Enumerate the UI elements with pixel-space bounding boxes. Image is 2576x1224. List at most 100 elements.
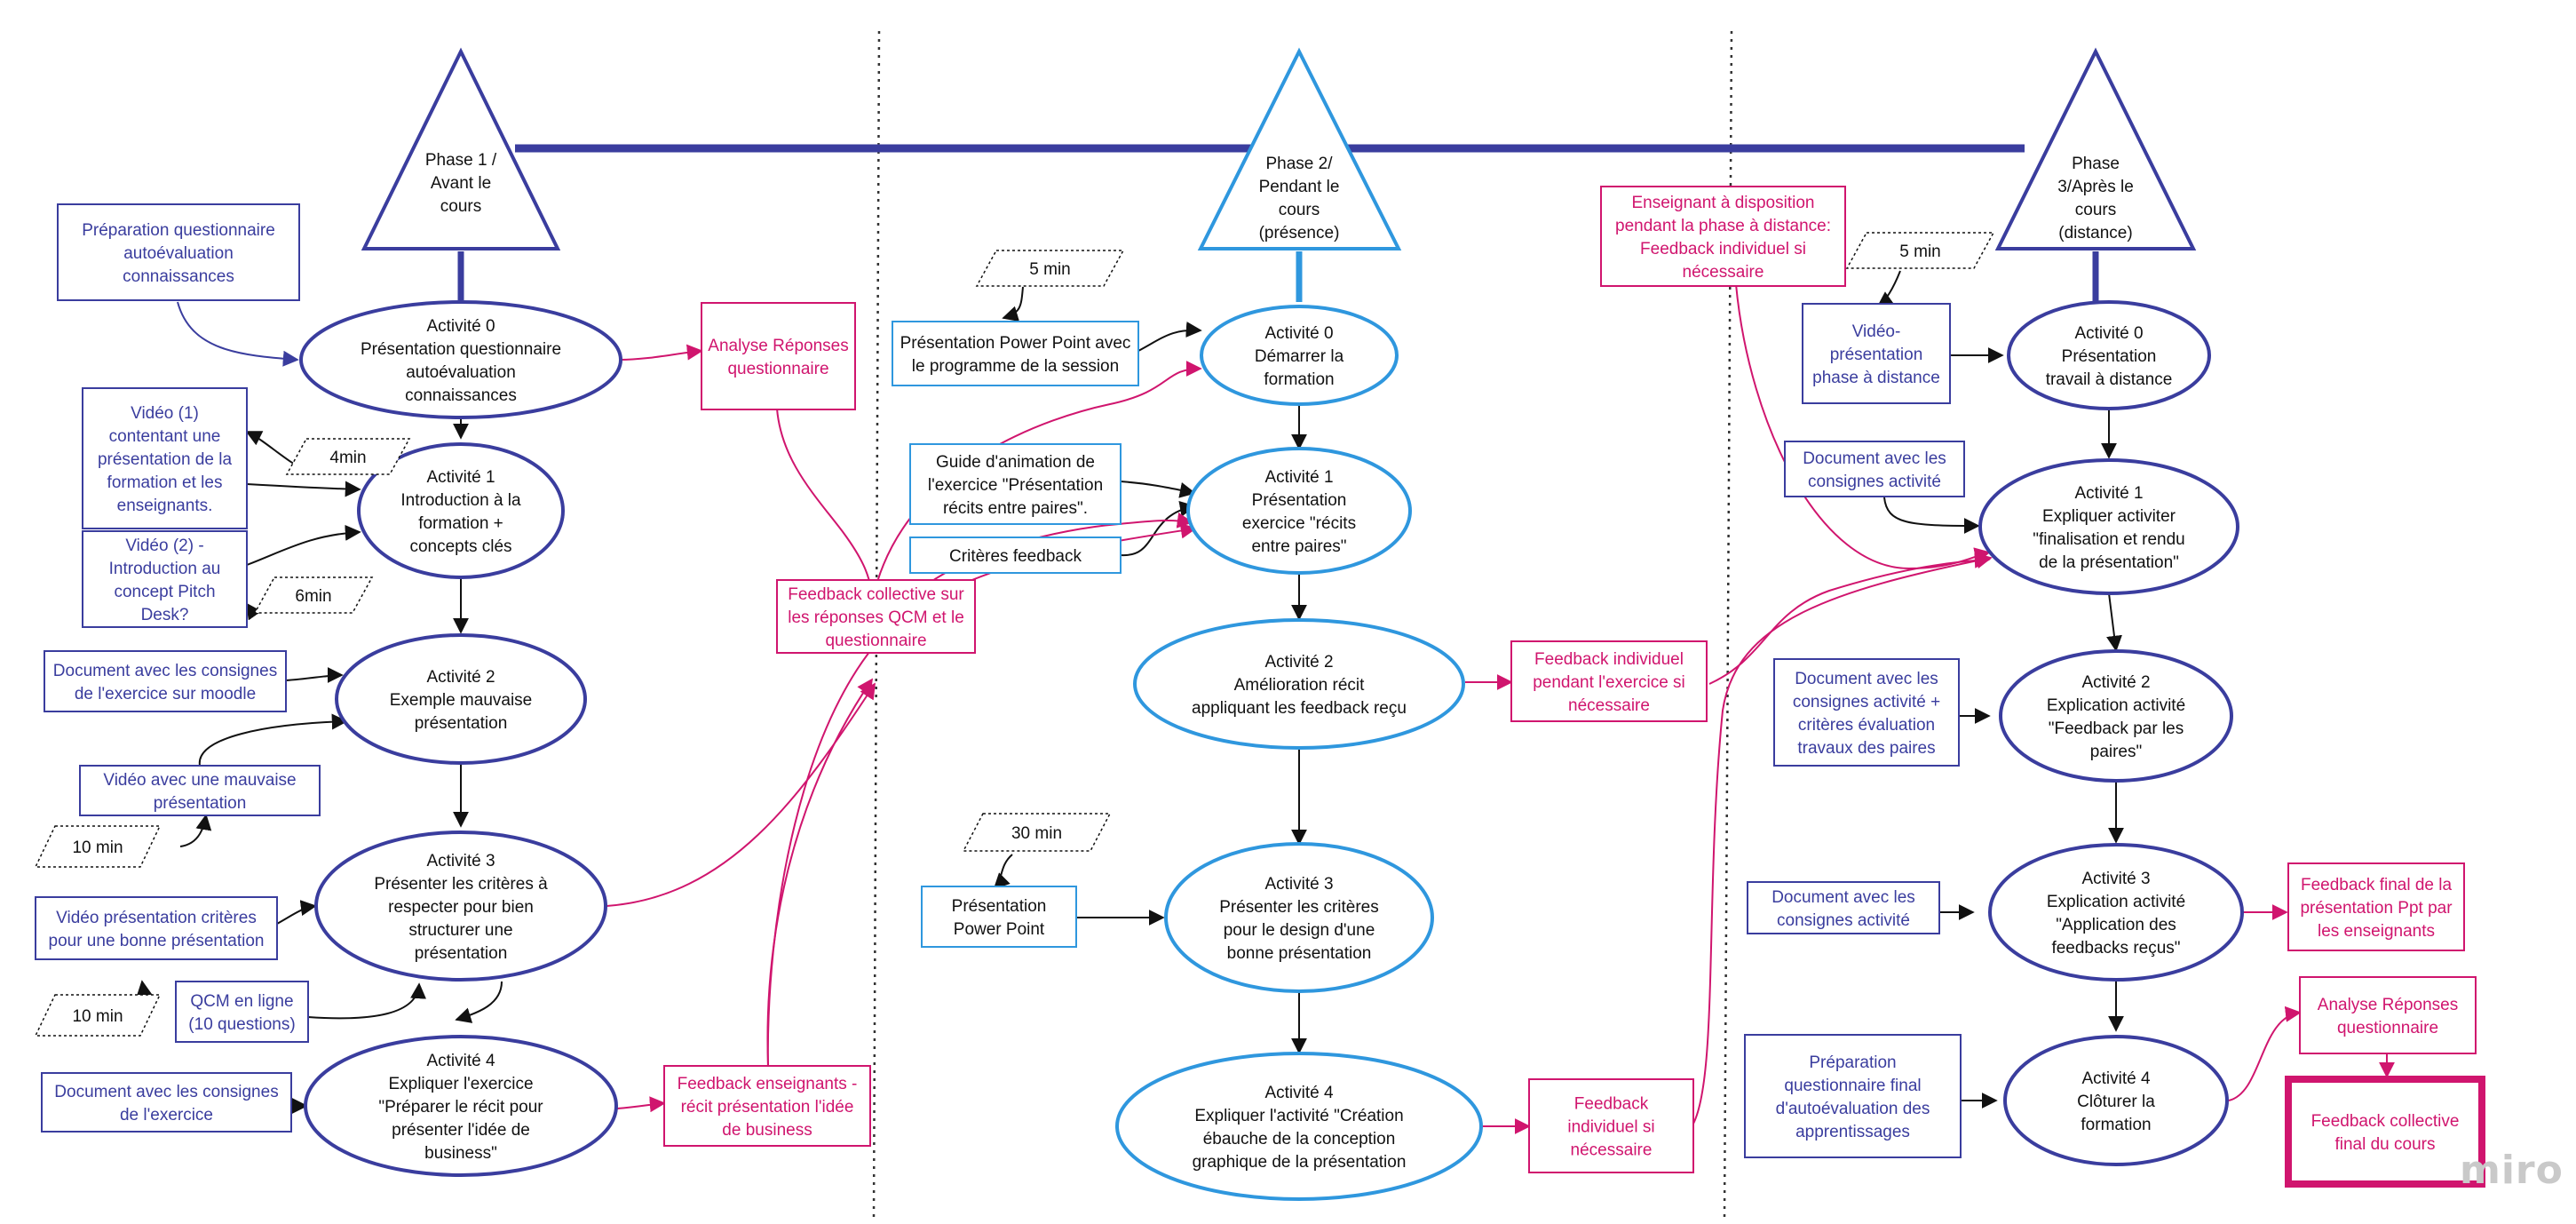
activity-label-line: Clôturer la (2077, 1093, 2155, 1111)
activity-label-line: Expliquer l'activité "Création (1194, 1107, 1403, 1125)
resource-box-text-line: Vidéo (1) (131, 404, 199, 423)
activity-label-line: formation (2081, 1116, 2151, 1134)
activity-node-a24: Activité 4 Expliquer l'activité "Création… (1115, 1052, 1483, 1201)
activity-label-line: appliquant les feedback reçu (1192, 699, 1407, 718)
resource-box-text-line: contentant une (109, 427, 221, 446)
activity-label-line: Activité 1 (2074, 484, 2143, 503)
activity-label-line: Présentation (1252, 491, 1347, 510)
phase-label-line: cours (2075, 201, 2116, 219)
activity-label-line: Explication activité (2047, 893, 2185, 911)
feedback-box-f_collfinal: Feedback collective final du cours (2285, 1076, 2485, 1188)
activity-label-line: "finalisation et rendu (2033, 530, 2185, 549)
resource-box-text-line: pour une bonne présentation (49, 932, 265, 950)
duration-text: 6min (295, 587, 331, 606)
phase-label-line: cours (1279, 201, 1320, 219)
activity-label-line: Activité 2 (426, 668, 495, 687)
arrow-vid2-to-a11 (246, 524, 361, 566)
activity-label-line: feedbacks reçus" (2051, 939, 2180, 958)
activity-label-line: respecter pour bien (388, 898, 534, 917)
activity-label-line: Exemple mauvaise (390, 691, 533, 710)
phase-label-line: Phase 1 / (425, 151, 497, 170)
duration-tag-d_10a: 10 min (34, 825, 162, 868)
resource-box-text-line: Vidéo- (1852, 322, 1901, 341)
arrow-qcm-to-a13 (307, 982, 427, 1020)
resource-box-text-line: consignes activité (1808, 473, 1941, 491)
resource-box-text-line: Vidéo (2) - (125, 536, 203, 555)
resource-box-text-line: questionnaire final (1784, 1077, 1921, 1095)
activity-label-line: Présentation questionnaire (361, 340, 561, 359)
activity-label-line: Expliquer activiter (2042, 507, 2176, 526)
activity-label-line: Activité 4 (426, 1052, 495, 1070)
resource-box-text-line: concept Pitch (114, 583, 215, 601)
arrow-doc12-to-a12 (285, 667, 344, 684)
feedback-box-text-line: final du cours (2334, 1135, 2435, 1154)
resource-box-text-line: Guide d'animation de (936, 453, 1095, 472)
activity-label-line: Activité 4 (1264, 1084, 1334, 1102)
feedback-box-text-line: Feedback (1574, 1095, 1649, 1114)
phase-divider-2 (1723, 30, 1733, 1220)
activity-label-line: Présenter les critères (1219, 898, 1379, 917)
activity-label-line: Expliquer l'exercice (388, 1075, 533, 1093)
activity-label-line: exercice "récits (1242, 514, 1356, 533)
activity-label-line: autoévaluation (406, 363, 516, 382)
resource-box-text-line: apprentissages (1795, 1123, 1910, 1141)
resource-box-text: QCM en ligne(10 questions) (188, 992, 295, 1034)
activity-label-line: business" (424, 1144, 497, 1163)
activity-label-line: présentation (415, 944, 508, 963)
activity-label-line: paires" (2090, 743, 2143, 761)
feedback-box-text-line: Feedback individuel (1534, 650, 1684, 669)
miro-logo: miro (2460, 1148, 2564, 1193)
resource-box-text-line: consignes activité (1777, 911, 1910, 930)
activity-label-line: Activité 3 (1264, 875, 1333, 894)
duration-tag-d_5b: 5 min (1845, 232, 1995, 269)
activity-label-line: "Application des (2056, 916, 2176, 934)
arrow-a14-to-ens (616, 1096, 666, 1113)
feedback-box-text-line: Enseignant à disposition (1632, 194, 1815, 212)
feedback-box-text-line: Feedback collective (2311, 1112, 2460, 1131)
feedback-box-text-line: nécessaire (1683, 263, 1764, 282)
resource-box-text-line: autoévaluation (123, 244, 234, 263)
feedback-box-text-line: les enseignants (2318, 922, 2435, 941)
duration-tag-d_10b: 10 min (34, 994, 162, 1037)
activity-label-line: Explication activité (2047, 696, 2185, 715)
feedback-box-text-line: individuel si (1567, 1118, 1654, 1137)
activity-label-line: Activité 3 (2081, 870, 2150, 888)
resource-box-text-line: d'autoévaluation des (1776, 1100, 1930, 1118)
feedback-box-f_ens: Feedback enseignants -récit présentation… (663, 1065, 871, 1147)
resource-box-text-line: Power Point (954, 920, 1045, 939)
activity-label-line: Introduction à la (400, 491, 521, 510)
phase-label-line: (présence) (1259, 224, 1340, 242)
